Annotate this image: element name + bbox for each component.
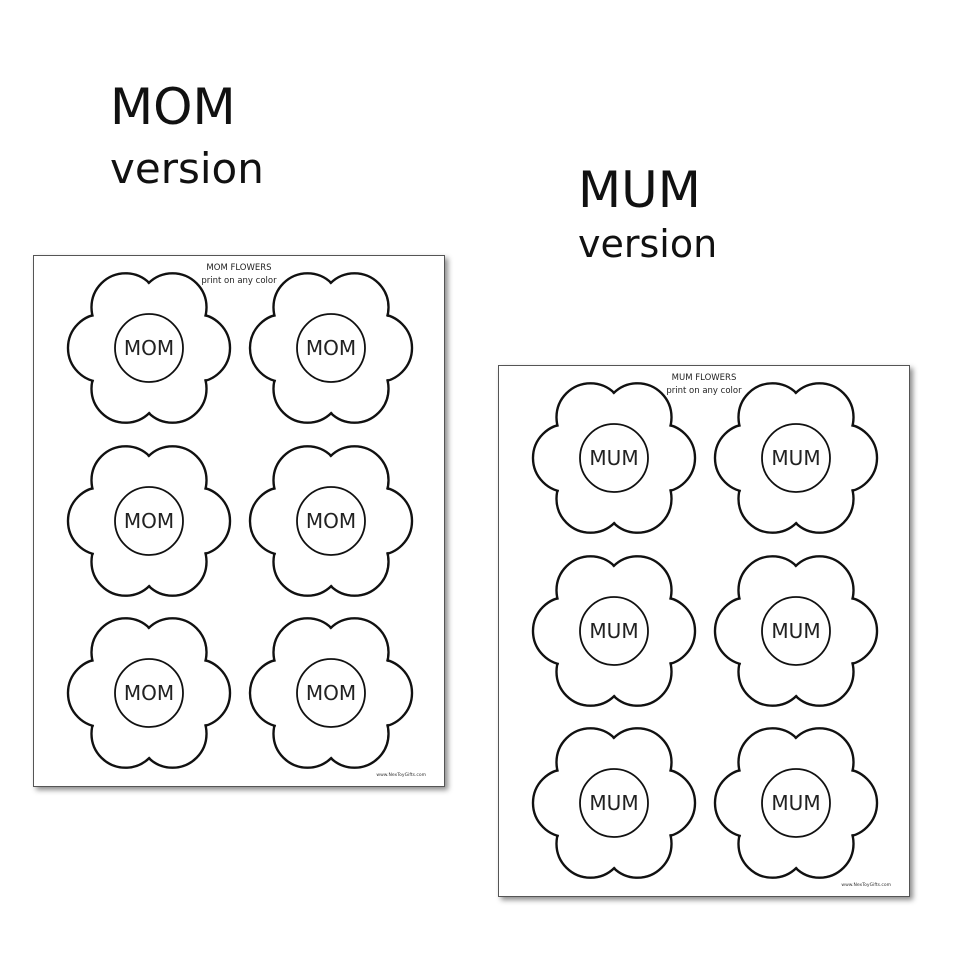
flower: MUM [713, 382, 879, 534]
flower-label: MUM [771, 619, 820, 643]
flower-center [579, 768, 649, 838]
flower-label: MOM [124, 509, 174, 533]
flower-center [579, 423, 649, 493]
flower-center [761, 596, 831, 666]
flower-center [579, 596, 649, 666]
flower-center [296, 658, 366, 728]
flower-center [761, 768, 831, 838]
flower: MUM [531, 555, 697, 707]
flower-label: MOM [306, 509, 356, 533]
mom-caption-subtitle: version [110, 144, 264, 193]
flower-label: MOM [306, 681, 356, 705]
flower-label: MUM [589, 619, 638, 643]
flower: MOM [66, 272, 232, 424]
sheet-subtitle: print on any color [201, 276, 277, 286]
flower: MOM [66, 445, 232, 597]
flowers-grid: MOM MOM MOM MOM MOM MOM [66, 272, 414, 769]
flower: MUM [713, 727, 879, 879]
flower-label: MUM [771, 446, 820, 470]
sheet-footer: www.NexToyGifts.com [841, 883, 891, 888]
mum-caption-title: MUM [578, 161, 701, 219]
sheet-footer: www.NexToyGifts.com [376, 773, 426, 778]
flower: MUM [531, 382, 697, 534]
flower: MUM [713, 555, 879, 707]
flower-center [114, 313, 184, 383]
mum-caption-subtitle: version [578, 222, 718, 266]
flower-label: MOM [124, 336, 174, 360]
sheet-title: MOM FLOWERS [206, 263, 272, 273]
flower: MOM [248, 617, 414, 769]
flower-center [296, 313, 366, 383]
flower-center [114, 486, 184, 556]
flower-center [761, 423, 831, 493]
flower-label: MUM [589, 791, 638, 815]
sheet-subtitle: print on any color [666, 386, 742, 396]
mom-caption-title: MOM [110, 78, 236, 136]
flower: MUM [531, 727, 697, 879]
flower-center [296, 486, 366, 556]
flower-label: MOM [306, 336, 356, 360]
flower: MOM [66, 617, 232, 769]
flower-label: MUM [589, 446, 638, 470]
flower: MOM [248, 272, 414, 424]
flower-label: MUM [771, 791, 820, 815]
flower-center [114, 658, 184, 728]
flower-label: MOM [124, 681, 174, 705]
flower: MOM [248, 445, 414, 597]
sheet-title: MUM FLOWERS [671, 373, 737, 383]
flowers-grid: MUM MUM MUM MUM MUM MUM [531, 382, 879, 879]
